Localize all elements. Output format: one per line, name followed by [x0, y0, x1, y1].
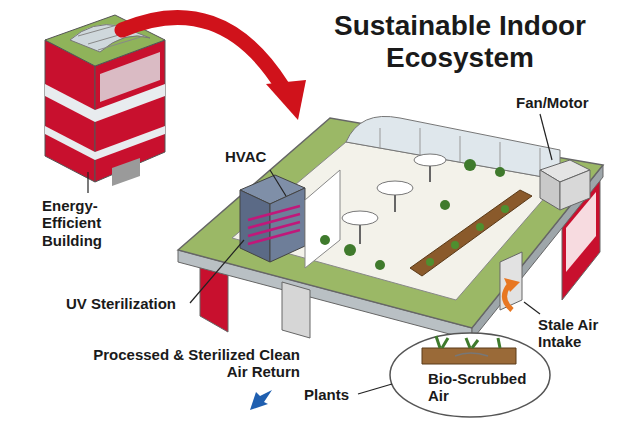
building-label: Energy-Efficient Building: [42, 197, 124, 249]
small-building: [45, 15, 165, 186]
transition-arrow: [122, 17, 306, 120]
intake-label: Stale Air Intake: [538, 316, 614, 351]
plants-label: Plants: [304, 386, 360, 403]
leader-lines: [88, 114, 552, 394]
hvac-label: HVAC: [225, 148, 285, 165]
bio-scrub-inset: [390, 333, 550, 417]
diagram-title: Sustainable Indoor Ecosystem: [310, 10, 610, 74]
bioscrub-label: Bio-Scrubbed Air: [428, 370, 538, 405]
fan-label: Fan/Motor: [516, 94, 616, 111]
uv-label: UV Sterilization: [66, 295, 196, 312]
return-label: Processed & Sterilized Clean Air Return: [92, 346, 300, 381]
